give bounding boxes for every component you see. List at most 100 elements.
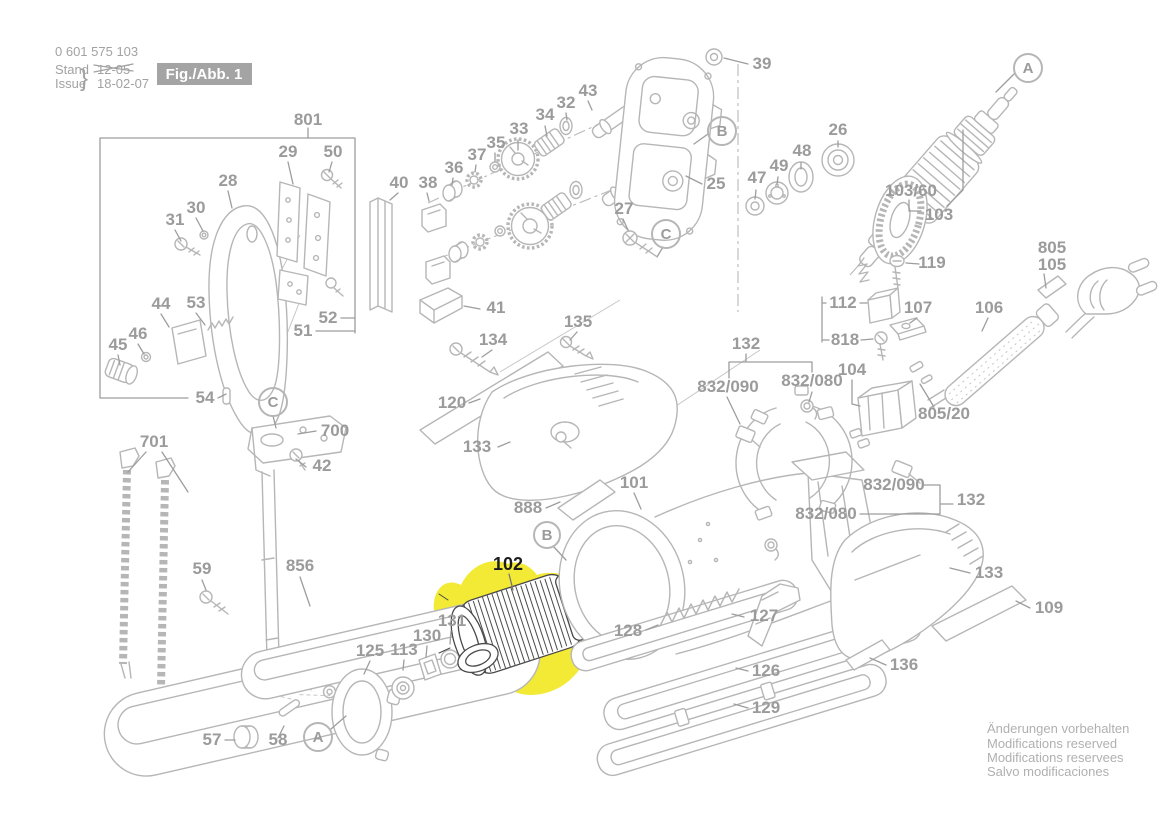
part-135-screw (559, 335, 594, 360)
part-113-ball-bearing (391, 676, 415, 700)
callout-32: 32 (557, 93, 576, 112)
part-39-nut (705, 48, 723, 66)
callout-132b: 132 (957, 490, 985, 509)
view-marker-c-top: C (651, 219, 681, 249)
callout-34: 34 (536, 105, 555, 124)
callout-59: 59 (193, 559, 212, 578)
part-888-sticker (557, 479, 616, 521)
callout-109: 109 (1035, 598, 1063, 617)
callout-832-080b: 832/080 (795, 504, 856, 523)
part-112-terminal-block (867, 287, 901, 324)
part-103-armature (857, 86, 1018, 283)
callout-832-090a: 832/090 (697, 377, 758, 396)
callout-113: 113 (390, 640, 417, 659)
part-136-strip (845, 639, 891, 671)
disclaimer-line-de: Änderungen vorbehalten (987, 721, 1129, 736)
callout-130: 130 (413, 626, 441, 645)
part-38-clips (421, 203, 451, 285)
callout-45: 45 (109, 335, 128, 354)
callout-832-090b: 832/090 (863, 475, 924, 494)
callout-49: 49 (770, 156, 789, 175)
part-52-screw (325, 277, 344, 297)
part-700-support-bracket (247, 415, 347, 477)
brace-glyph: } (80, 65, 88, 92)
callout-52: 52 (319, 308, 338, 327)
callout-131: 131 (438, 611, 466, 630)
callout-44: 44 (152, 294, 171, 313)
callout-42: 42 (313, 456, 332, 475)
part-818-screw (874, 331, 888, 361)
part-805-label-sheet (1037, 275, 1067, 299)
view-marker-b-top: B (707, 116, 737, 146)
part-31-screw (174, 237, 201, 256)
callout-102-highlighted: 102 (493, 554, 523, 574)
callout-29: 29 (279, 142, 298, 161)
bracket-lines (99, 129, 964, 515)
part-105-cord-and-plug (1065, 257, 1158, 339)
part-125-bearing-cover (331, 668, 402, 762)
callout-126: 126 (752, 661, 780, 680)
callout-700: 700 (321, 421, 349, 440)
callout-28: 28 (219, 171, 238, 190)
callout-46: 46 (129, 324, 148, 343)
callout-43: 43 (579, 81, 598, 100)
header-block: 0 601 575 103 Stand Issue } 12-05 18-02-… (55, 44, 252, 92)
part-36-bushings (442, 180, 469, 263)
part-44-plate (171, 319, 207, 365)
part-58-pin (278, 699, 301, 717)
callout-31: 31 (166, 210, 185, 229)
callout-127: 127 (750, 606, 778, 625)
part-127-support-lever (747, 583, 801, 647)
part-132-brush-plate (735, 405, 853, 521)
part-25-gear-housing (613, 56, 723, 241)
callout-48: 48 (793, 141, 812, 160)
part-47-washer (745, 196, 765, 216)
disclaimer-line-en: Modifications reserved (987, 736, 1117, 751)
part-106-cord-guard (927, 303, 1060, 409)
part-133a-motor-cover (476, 363, 678, 501)
callout-832-080a: 832/080 (781, 371, 842, 390)
part-701-chain-pair (119, 447, 176, 703)
part-37-pinions (465, 171, 489, 251)
part-59-screw (199, 590, 229, 615)
part-805-20-terminals (909, 360, 933, 385)
callout-805-20: 805/20 (918, 404, 970, 423)
view-marker-c-left-label: C (268, 394, 279, 411)
figure-badge-label: Fig./Abb. 1 (166, 66, 243, 83)
callout-33: 33 (510, 119, 529, 138)
view-marker-c-top-label: C (661, 226, 672, 243)
part-119-screw (889, 254, 905, 289)
callout-129: 129 (752, 698, 780, 717)
part-34-splined-sleeves (533, 128, 572, 221)
disclaimer-block: Änderungen vorbehalten Modifications res… (987, 721, 1129, 779)
part-28-cover-plate (208, 205, 288, 436)
callout-101: 101 (620, 473, 648, 492)
part-832-090-carbon-brushes (735, 385, 921, 484)
callout-105: 105 (1038, 255, 1066, 274)
part-32-washers (559, 116, 583, 200)
leader-lines (117, 57, 1047, 741)
part-45-knurled-nut (104, 357, 138, 385)
callout-132a: 132 (732, 334, 760, 353)
part-51-plate (277, 269, 309, 306)
callout-119: 119 (918, 253, 945, 272)
callout-120: 120 (438, 393, 466, 412)
part-40-angle-bracket (369, 197, 393, 313)
part-29-clamp-plates (276, 181, 331, 277)
view-marker-a-bottom: A (303, 722, 333, 752)
callout-106: 106 (975, 298, 1003, 317)
callout-133b: 133 (975, 563, 1003, 582)
callout-801: 801 (294, 110, 322, 129)
part-49-ring (765, 181, 789, 205)
view-marker-c-left: C (258, 387, 288, 417)
disclaimer-line-es: Salvo modificaciones (987, 764, 1110, 779)
callout-40: 40 (390, 173, 409, 192)
view-marker-b-center-label: B (542, 527, 553, 544)
callout-805: 805 (1038, 238, 1066, 257)
callout-133a: 133 (463, 437, 491, 456)
part-130-washer (418, 653, 442, 681)
callout-41: 41 (487, 298, 506, 317)
part-53-spring (207, 316, 234, 331)
callout-50: 50 (324, 142, 343, 161)
